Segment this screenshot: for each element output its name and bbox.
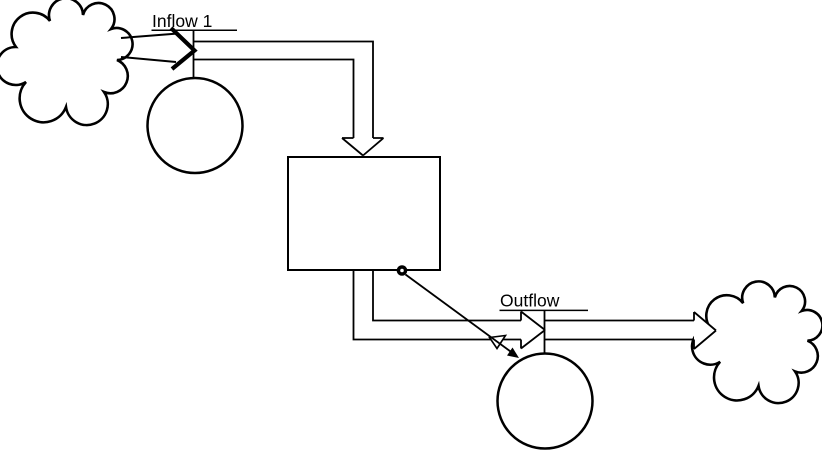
outflow-pipe-arrowhead-icon [520,310,546,350]
outflow-valve[interactable] [496,310,594,450]
connector-filled-arrowhead-icon [507,347,519,358]
outflow-label[interactable]: Outflow [500,291,560,311]
outflow-valve-circle[interactable] [496,352,594,450]
inflow-pipe-arrowhead-fill [342,138,384,156]
sink-cloud-icon[interactable] [690,280,822,405]
outflow-label-group[interactable]: Outflow [499,291,589,312]
inflow-source-pipe-bottom-line [120,56,177,63]
inflow-source-pipe-top-line [120,32,179,39]
inflow-pipe[interactable] [194,40,385,157]
inflow-source-pipe[interactable] [120,26,198,71]
outflow-sink-pipe[interactable] [545,311,717,350]
connector-arrow[interactable] [396,265,519,358]
inflow-source-arrowhead-icon [169,26,198,71]
inflow-valve[interactable] [146,30,244,175]
connector-origin-handle-hole [400,268,404,273]
inflow-pipe-inner-line [194,58,355,138]
outflow-pipe[interactable] [352,270,546,350]
connector-line[interactable] [404,273,517,357]
outflow-pipe-outer-line [352,270,521,341]
source-cloud-icon[interactable] [0,0,134,127]
inflow-valve-circle[interactable] [146,76,244,175]
outflow-pipe-inner-line [372,270,521,322]
inflow-label[interactable]: Inflow 1 [152,11,212,31]
outflow-pipe-arrowhead-fill [521,311,545,349]
inflow-pipe-outer-line [194,40,374,138]
inflow-pipe-arrowhead-icon [341,137,385,157]
stock-box[interactable] [287,156,441,271]
inflow-label-group[interactable]: Inflow 1 [151,11,238,32]
outflow-sink-arrowhead-icon [693,311,717,350]
outflow-sink-arrowhead-fill [694,312,716,349]
